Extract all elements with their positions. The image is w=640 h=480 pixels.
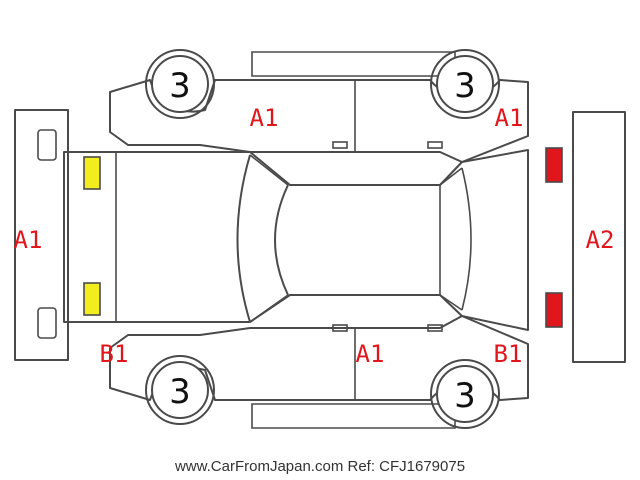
tire-front-left: 3 — [430, 49, 500, 119]
code-rear-bumper: A1 — [14, 226, 43, 254]
tire-front-right: 3 — [430, 359, 500, 429]
rear-lamp-top — [83, 156, 101, 190]
source-credit: www.CarFromJapan.com Ref: CFJ1679075 — [174, 458, 466, 475]
tire-rear-left-value: 3 — [169, 66, 191, 106]
code-front-bumper: A2 — [586, 226, 615, 254]
front-bumper — [572, 111, 626, 363]
tire-rear-left: 3 — [145, 49, 215, 119]
rear-bumper — [14, 109, 69, 361]
code-right-rear-quarter: B1 — [100, 340, 129, 368]
code-left-front-fender: A1 — [495, 104, 524, 132]
front-lamp-bottom — [545, 292, 563, 328]
tire-rear-right-value: 3 — [169, 372, 191, 412]
tire-front-left-value: 3 — [454, 66, 476, 106]
car-body — [63, 149, 529, 331]
code-right-front-fender: B1 — [494, 340, 523, 368]
rear-lamp-bottom — [83, 282, 101, 316]
code-left-rear-quarter: A1 — [250, 104, 279, 132]
front-lamp-top — [545, 147, 563, 183]
code-right-doors: A1 — [356, 340, 385, 368]
tire-rear-right: 3 — [145, 355, 215, 425]
tire-front-right-value: 3 — [454, 376, 476, 416]
